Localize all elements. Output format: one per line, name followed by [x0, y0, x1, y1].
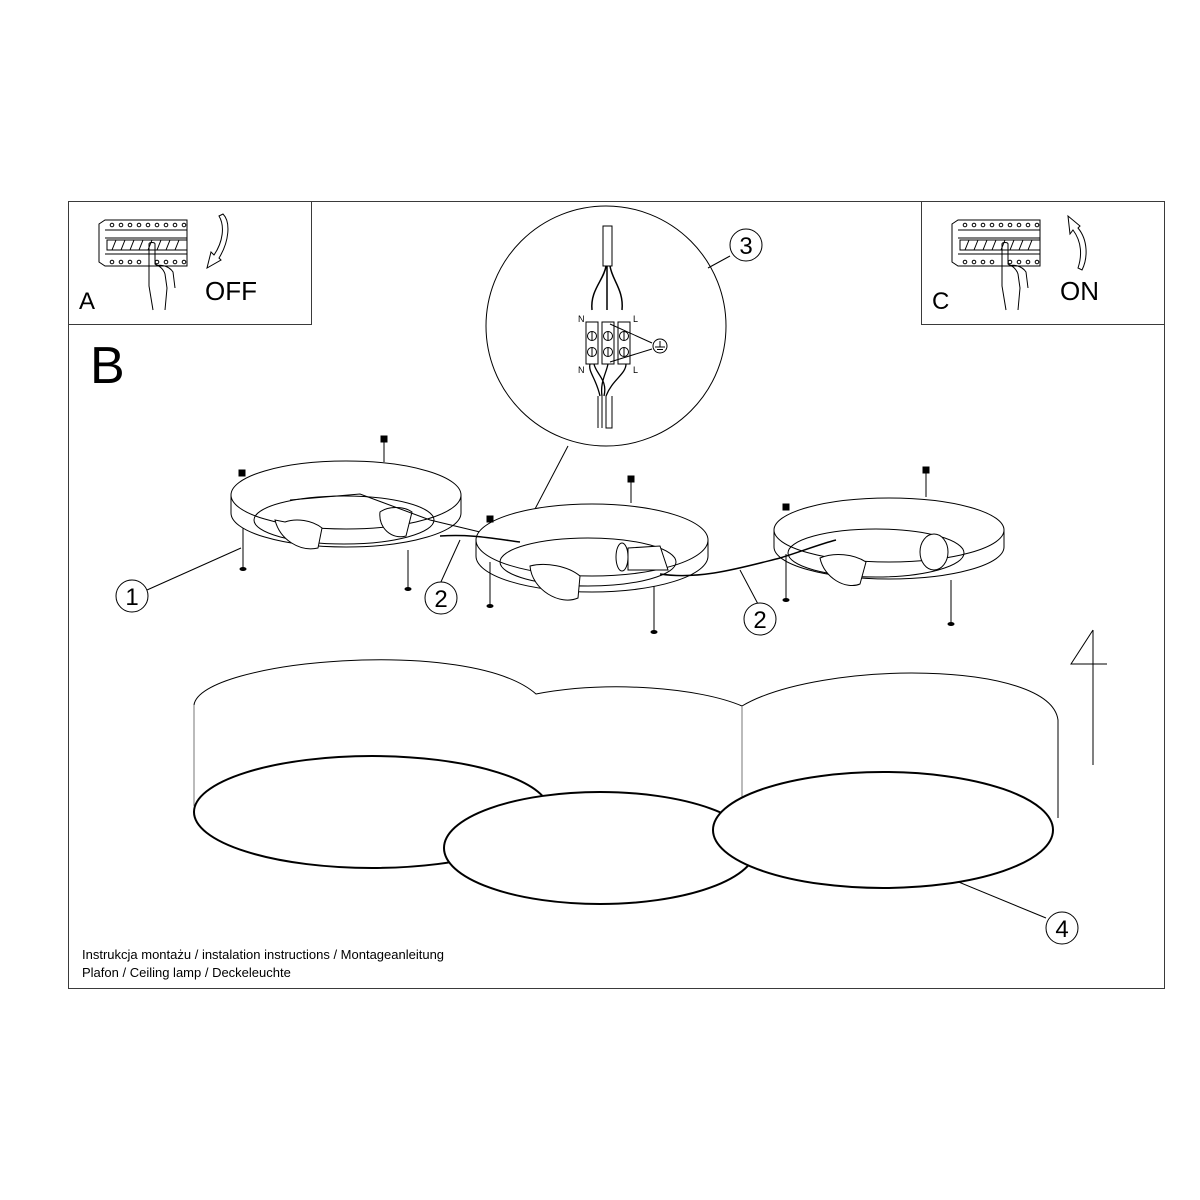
lamp-shade	[193, 659, 1059, 905]
footer-line-instructions: Instrukcja montażu / instalation instruc…	[82, 947, 445, 962]
on-label: ON	[1060, 276, 1099, 306]
callout-3: 3	[739, 233, 752, 260]
step-a-label: A	[79, 288, 96, 315]
callout-3-circle	[729, 228, 763, 262]
terminal-l-bottom: L	[633, 365, 638, 375]
connecting-cable-right	[659, 539, 837, 577]
breaker-switch-on-icon	[951, 214, 1087, 311]
footer-line-product: Plafon / Ceiling lamp / Deckeleuchte	[82, 965, 291, 980]
off-label: OFF	[205, 276, 257, 306]
ceiling-base-left	[230, 435, 481, 591]
ceiling-base-right	[773, 466, 1005, 626]
step-c-power-on-panel: C ON	[921, 201, 1165, 325]
terminal-block-detail	[485, 205, 731, 531]
callout-2-right: 2	[753, 607, 766, 634]
orientation-arrow-icon	[1070, 629, 1107, 765]
diagram-frame	[68, 201, 1165, 989]
connecting-cable-left	[439, 534, 521, 543]
terminal-n-bottom: N	[578, 365, 585, 375]
terminal-l-top: L	[633, 314, 638, 324]
terminal-n-top: N	[578, 314, 585, 324]
breaker-switch-off-icon	[98, 213, 229, 311]
step-c-label: C	[932, 288, 950, 315]
callout-4: 4	[1055, 916, 1068, 943]
step-b-label: B	[90, 337, 125, 395]
callout-1: 1	[125, 584, 138, 611]
callout-2-left: 2	[434, 586, 447, 613]
ceiling-base-middle	[475, 475, 709, 634]
footer-caption: Instrukcja montażu / instalation instruc…	[82, 946, 444, 982]
earth-ground-icon	[652, 338, 668, 354]
step-a-power-off-panel: A OFF	[68, 201, 312, 325]
